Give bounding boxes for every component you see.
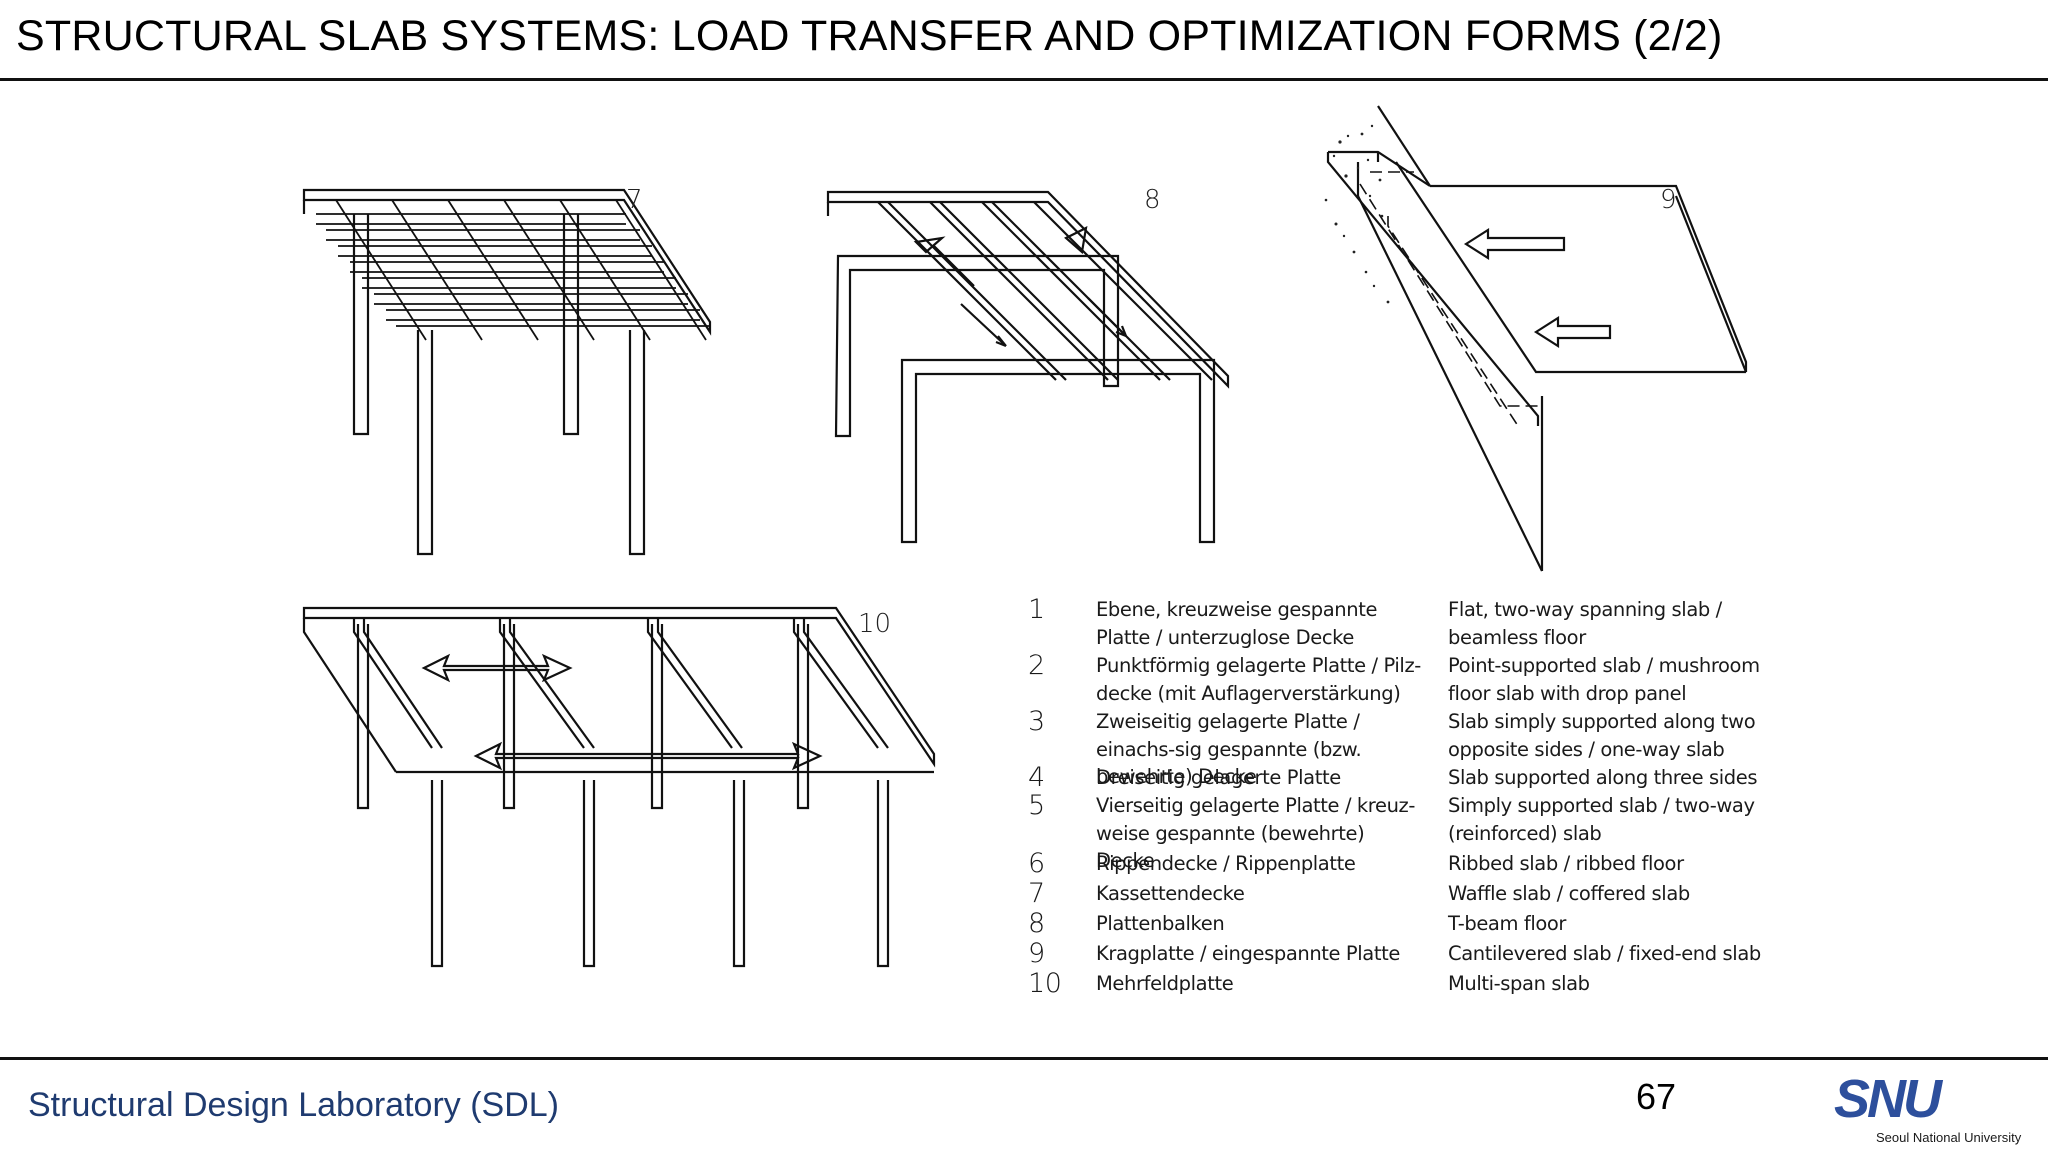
legend-german: Dreiseitig gelagerte Platte	[1096, 766, 1341, 789]
legend-number: 3	[1028, 706, 1045, 737]
legend-german: Kragplatte / eingespannte Platte	[1096, 942, 1400, 965]
legend-number: 6	[1028, 848, 1045, 879]
legend-german: Zweiseitig gelagerte Platte / einachs-si…	[1096, 710, 1362, 788]
legend-number: 4	[1028, 762, 1045, 793]
figure-label-8: 8	[1144, 185, 1161, 215]
legend-english: Slab simply supported along two opposite…	[1448, 710, 1756, 761]
figure-label-7: 7	[626, 185, 643, 215]
legend-english: Slab supported along three sides	[1448, 766, 1758, 789]
legend-english: Ribbed slab / ribbed floor	[1448, 852, 1684, 875]
legend-german: Mehrfeldplatte	[1096, 972, 1234, 995]
logo-text: SNU	[1834, 1069, 1942, 1129]
figure-multi-span-slab: 10	[302, 606, 936, 968]
figure-label-9: 9	[1660, 185, 1677, 215]
legend-english: Cantilevered slab / fixed-end slab	[1448, 942, 1761, 965]
snu-logo: SNU Seoul National University	[1828, 1069, 2028, 1145]
figure-cantilever-slab: 9	[1324, 105, 1748, 572]
footer-divider	[0, 1057, 2048, 1060]
figure-label-10: 10	[858, 609, 891, 639]
legend-number: 9	[1028, 938, 1045, 969]
legend-english: Simply supported slab / two-way (reinfor…	[1448, 794, 1755, 845]
legend-german: Kassettendecke	[1096, 882, 1245, 905]
footer-lab-name: Structural Design Laboratory (SDL)	[28, 1086, 560, 1124]
legend-english: T-beam floor	[1448, 912, 1567, 935]
figure-t-beam-floor: 8	[826, 185, 1230, 544]
legend-number: 1	[1028, 594, 1045, 625]
legend-english: Point-supported slab / mushroom floor sl…	[1448, 654, 1760, 705]
slab-types-legend: 1 Ebene, kreuzweise gespannte Platte / u…	[1028, 596, 2028, 1006]
legend-german: Punktförmig gelagerte Platte / Pilz-deck…	[1096, 654, 1421, 705]
page-number: 67	[1636, 1076, 1677, 1117]
legend-english: Waffle slab / coffered slab	[1448, 882, 1690, 905]
legend-number: 5	[1028, 790, 1045, 821]
legend-german: Vierseitig gelagerte Platte / kreuz-weis…	[1096, 794, 1416, 872]
figure-waffle-slab: 7	[302, 185, 712, 556]
legend-number: 2	[1028, 650, 1045, 681]
title-divider	[0, 78, 2048, 81]
legend-english: Flat, two-way spanning slab / beamless f…	[1448, 598, 1722, 649]
legend-german: Plattenbalken	[1096, 912, 1225, 935]
legend-english: Multi-span slab	[1448, 972, 1590, 995]
legend-number: 7	[1028, 878, 1045, 909]
logo-subtext: Seoul National University	[1876, 1130, 2022, 1145]
legend-number: 8	[1028, 908, 1045, 939]
slide-title: STRUCTURAL SLAB SYSTEMS: LOAD TRANSFER A…	[16, 12, 1723, 60]
legend-number: 10	[1028, 968, 1062, 999]
legend-german: Rippendecke / Rippenplatte	[1096, 852, 1356, 875]
legend-german: Ebene, kreuzweise gespannte Platte / unt…	[1096, 598, 1378, 649]
